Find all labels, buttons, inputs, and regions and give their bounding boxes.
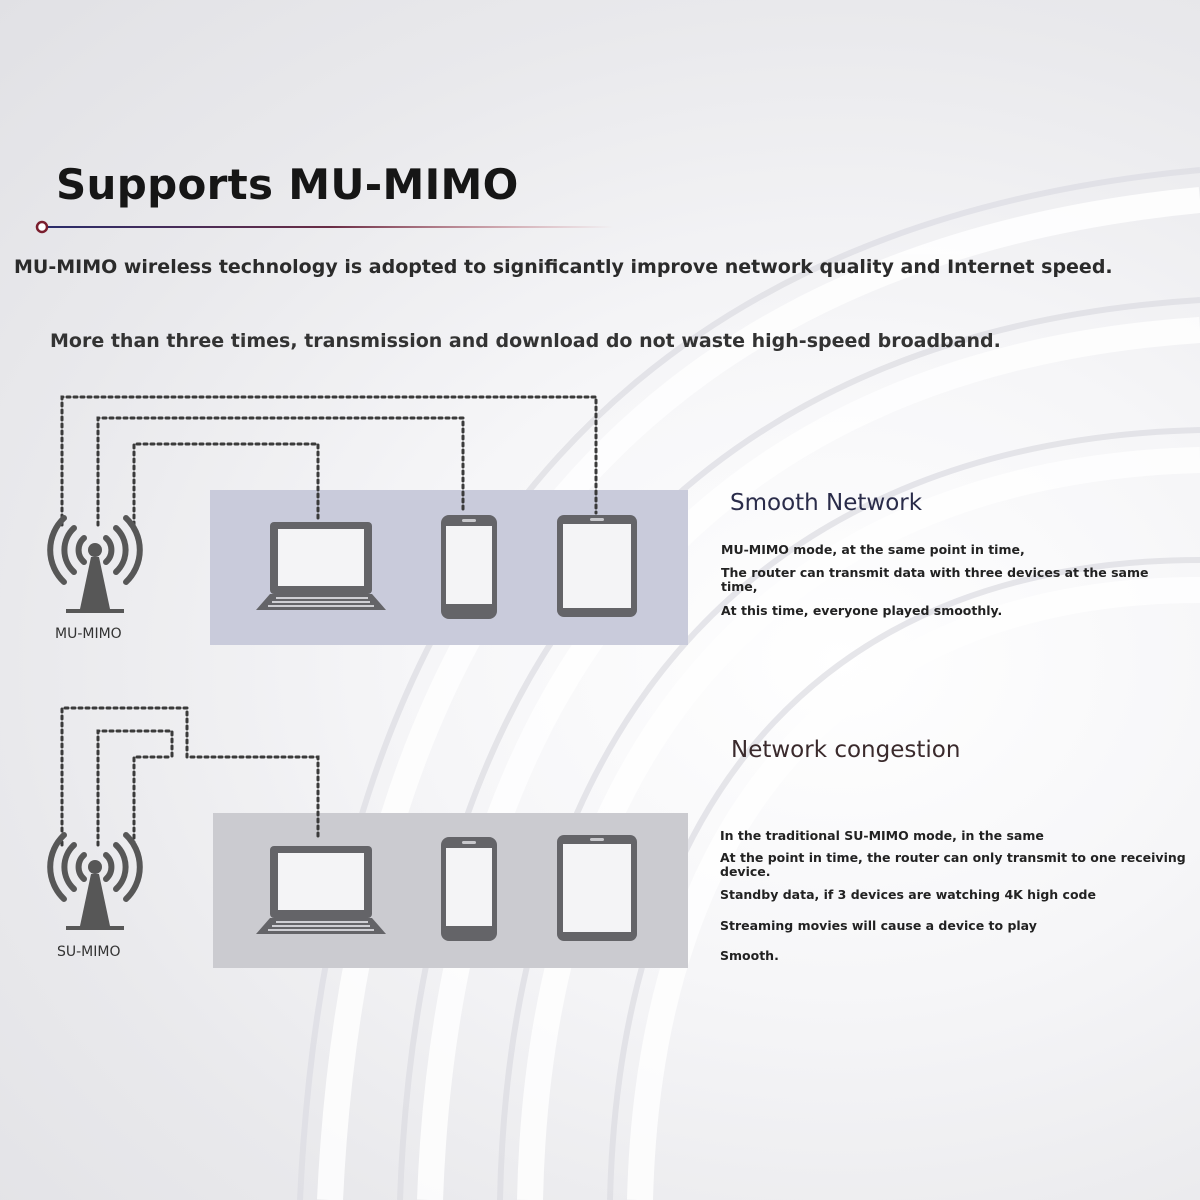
antenna-tower-icon (47, 832, 143, 930)
network-congestion-description: In the traditional SU-MIMO mode, in the … (720, 829, 1198, 963)
mu-stream-phone (96, 416, 465, 527)
description-line: Streaming movies will cause a device to … (720, 918, 1037, 933)
description-line: At this time, everyone played smoothly. (721, 603, 1003, 618)
smartphone-icon (441, 837, 497, 941)
laptop-icon (256, 846, 386, 934)
title-underline (35, 220, 614, 234)
network-congestion-heading: Network congestion (731, 737, 961, 763)
page-title: Supports MU-MIMO (56, 160, 519, 209)
su-stream-shared (60, 706, 320, 847)
smooth-network-description: MU-MIMO mode, at the same point in time,… (721, 543, 1171, 618)
tagline: More than three times, transmission and … (50, 330, 1001, 352)
subtitle: MU-MIMO wireless technology is adopted t… (14, 256, 1113, 278)
su-stream-branch-2 (132, 755, 174, 847)
antenna-tower-icon (47, 515, 143, 613)
description-line: At the point in time, the router can onl… (720, 850, 1186, 879)
description-line: The router can transmit data with three … (721, 565, 1149, 594)
mu-stream-laptop (132, 442, 320, 527)
description-line: In the traditional SU-MIMO mode, in the … (720, 828, 1044, 843)
su-mimo-label: SU-MIMO (57, 944, 121, 960)
description-line: Standby data, if 3 devices are watching … (720, 887, 1096, 902)
description-line: Smooth. (720, 948, 779, 963)
smartphone-icon (441, 515, 497, 619)
description-line: MU-MIMO mode, at the same point in time, (721, 542, 1025, 557)
laptop-icon (256, 522, 386, 610)
tablet-icon (557, 835, 637, 941)
smooth-network-heading: Smooth Network (730, 490, 923, 516)
mu-stream-tablet (60, 395, 598, 527)
tablet-icon (557, 515, 637, 617)
su-stream-branch-1 (96, 729, 174, 847)
mu-mimo-label: MU-MIMO (55, 626, 122, 642)
